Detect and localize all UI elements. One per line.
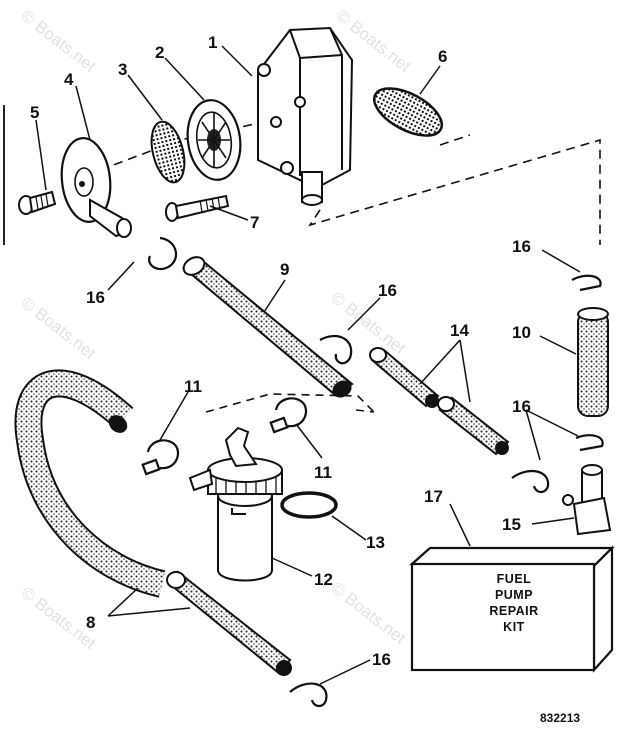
part-2-diaphragm-plate [186, 99, 242, 181]
callout-1: 1 [208, 33, 217, 52]
watermark: © Boats.net [328, 288, 410, 358]
part-16-hose-clamps [148, 236, 604, 708]
callout-16-top-left: 16 [86, 288, 105, 307]
callout-2: 2 [155, 43, 164, 62]
part-6-filter-screen [373, 87, 443, 137]
kit-label-line4: KIT [503, 620, 525, 634]
part-1-fuel-pump-body [257, 26, 354, 206]
watermark: © Boats.net [328, 578, 410, 648]
kit-label-line1: FUEL [497, 572, 532, 586]
callout-7: 7 [250, 213, 259, 232]
callout-16-mid: 16 [378, 281, 397, 300]
callout-15: 15 [502, 515, 521, 534]
part-8-u-hose [14, 369, 292, 676]
part-3-mesh-screen [150, 120, 186, 184]
callout-5: 5 [30, 103, 39, 122]
kit-label-line2: PUMP [495, 588, 533, 602]
part-15-elbow-fitting [562, 464, 612, 536]
part-10-inline-filter [577, 307, 609, 417]
part-9-fuel-hose [181, 256, 354, 398]
callout-13: 13 [366, 533, 385, 552]
part-13-o-ring [280, 491, 338, 519]
part-12-filter-canister [188, 426, 283, 582]
kit-label-line3: REPAIR [489, 604, 538, 618]
watermark: © Boats.net [18, 6, 100, 76]
callout-8: 8 [86, 613, 95, 632]
callout-11-left: 11 [184, 377, 202, 396]
leader-lines [35, 45, 581, 685]
callout-17: 17 [424, 487, 443, 506]
callout-16-right-top: 16 [512, 237, 531, 256]
part-11-clamps [141, 397, 308, 476]
part-17-repair-kit-box: FUEL PUMP REPAIR KIT [409, 545, 615, 673]
callout-11-right: 11 [314, 463, 332, 482]
clamp-bracket-lines [205, 393, 375, 413]
part-14-short-hoses [369, 347, 510, 456]
part-4-pump-cover [60, 137, 132, 238]
figure-number: 832213 [540, 711, 580, 725]
callout-9: 9 [280, 260, 289, 279]
callout-16-bottom: 16 [372, 650, 391, 669]
part-5-screw [18, 190, 57, 215]
callout-10: 10 [512, 323, 531, 342]
callout-4: 4 [64, 70, 74, 89]
callout-labels: 1 2 3 4 5 6 7 9 16 16 16 10 14 16 11 11 … [30, 33, 531, 669]
callout-6: 6 [438, 47, 447, 66]
callout-12: 12 [314, 570, 333, 589]
callout-14: 14 [450, 321, 469, 340]
callout-16-right-mid: 16 [512, 397, 531, 416]
callout-3: 3 [118, 60, 127, 79]
part-7-bolt [165, 194, 230, 222]
